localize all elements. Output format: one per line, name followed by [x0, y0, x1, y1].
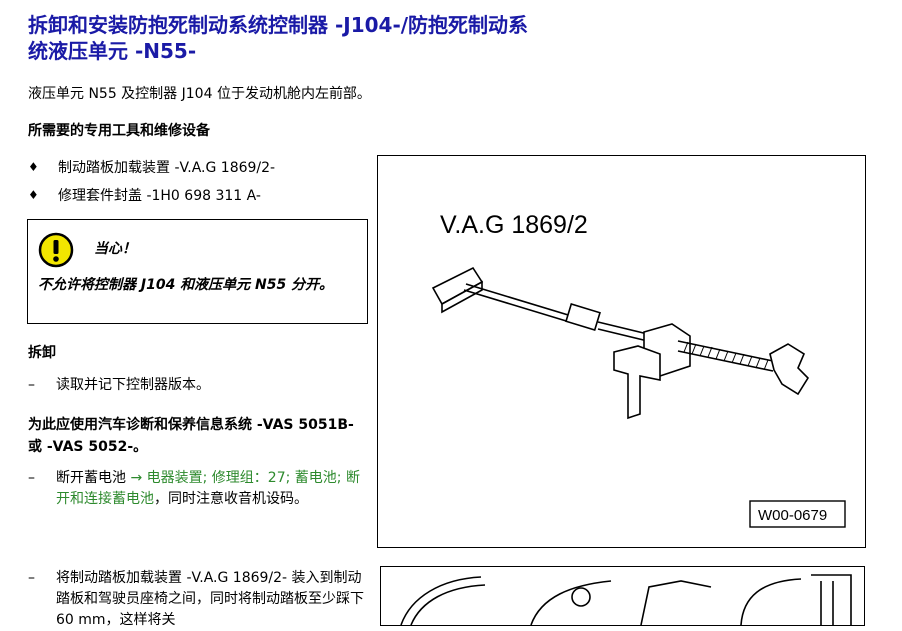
caution-label: 当心！	[94, 241, 136, 257]
bullet-marker: ♦	[28, 160, 39, 174]
caution-text: 不允许将控制器 J104 和液压单元 N55 分开。	[38, 277, 334, 293]
bullet-marker: ♦	[28, 188, 39, 202]
removal-step: – 将制动踏板加载装置 -V.A.G 1869/2- 装入到制动踏板和驾驶员座椅…	[28, 568, 373, 628]
tool-item-text: 制动踏板加载装置 -V.A.G 1869/2-	[58, 160, 276, 176]
removal-step: – 断开蓄电池 → 电器装置; 修理组：27; 蓄电池; 断开和连接蓄电池，同时…	[28, 468, 373, 534]
step-dash: –	[28, 470, 35, 486]
step-dash: –	[28, 570, 35, 586]
tool-list-item: ♦ 制动踏板加载装置 -V.A.G 1869/2-	[28, 157, 275, 177]
tool-label: V.A.G 1869/2	[440, 211, 588, 239]
step-dash: –	[28, 377, 35, 393]
tool-list-item: ♦ 修理套件封盖 -1H0 698 311 A-	[28, 185, 261, 205]
removal-heading: 拆卸	[28, 345, 56, 361]
pedal-tool-illustration: V.A.G 1869/2	[431, 211, 846, 528]
removal-step: – 读取并记下控制器版本。	[28, 375, 368, 397]
step-text: 读取并记下控制器版本。	[56, 377, 210, 393]
figure-brake-pedal-area	[380, 566, 865, 626]
tools-heading: 所需要的专用工具和维修设备	[28, 123, 210, 139]
step-text: 断开蓄电池 → 电器装置; 修理组：27; 蓄电池; 断开和连接蓄电池，同时注意…	[56, 468, 373, 510]
page-title: 拆卸和安装防抱死制动系统控制器 -J104-/防抱死制动系统液压单元 -N55-	[28, 13, 529, 63]
step-text: 将制动踏板加载装置 -V.A.G 1869/2- 装入到制动踏板和驾驶员座椅之间…	[56, 570, 364, 628]
step-suffix: ，同时注意收音机设码。	[154, 491, 308, 507]
figure-code: W00-0679	[758, 507, 827, 524]
intro-text: 液压单元 N55 及控制器 J104 位于发动机舱内左前部。	[28, 86, 371, 102]
tool-item-text: 修理套件封盖 -1H0 698 311 A-	[58, 188, 261, 204]
diagnostic-note: 为此应使用汽车诊断和保养信息系统 -VAS 5051B- 或 -VAS 5052…	[28, 417, 354, 455]
figure-pedal-tool: V.A.G 1869/2	[377, 155, 866, 548]
warning-icon	[38, 232, 74, 268]
caution-box: 当心！ 不允许将控制器 J104 和液压单元 N55 分开。	[27, 219, 368, 324]
arrow-icon: →	[130, 470, 143, 486]
battery-link[interactable]: 电器装置; 修理组：27; 蓄电池; 断开和连接蓄电池	[56, 470, 360, 507]
brake-pedal-illustration	[400, 574, 852, 625]
step-prefix: 断开蓄电池	[56, 470, 126, 486]
